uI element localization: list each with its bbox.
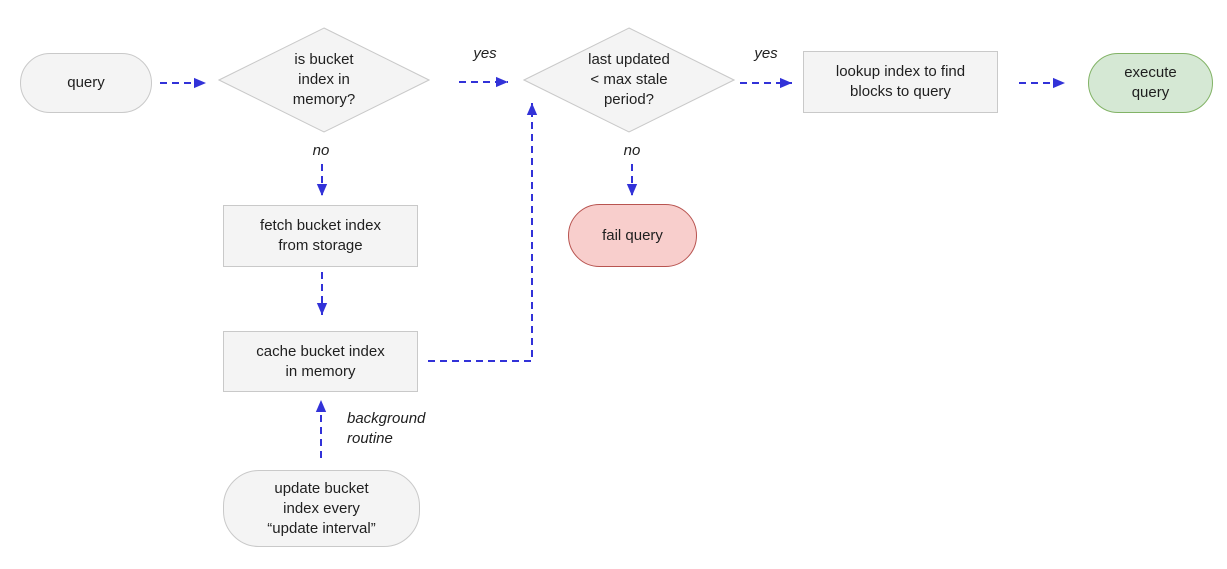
edge-label-no-stale: no bbox=[623, 142, 641, 159]
edge-label-yes-memory: yes bbox=[473, 45, 497, 62]
node-update-bucket-index: update bucket index every “update interv… bbox=[223, 470, 420, 547]
node-execute-query: execute query bbox=[1088, 53, 1213, 113]
diamond-shape bbox=[523, 27, 735, 133]
edge-cache-to-stale-check bbox=[428, 103, 538, 362]
edge-label-background-routine: background routine bbox=[347, 410, 426, 447]
node-update-bucket-index-label: update bucket index every “update interv… bbox=[267, 479, 376, 537]
node-query-label: query bbox=[67, 74, 105, 91]
diamond-shape bbox=[218, 27, 430, 133]
node-is-bucket-index-in-memory: is bucket index in memory? bbox=[218, 27, 430, 133]
node-fetch-bucket-index-label: fetch bucket index from storage bbox=[260, 217, 381, 254]
node-lookup-index-label: lookup index to find blocks to query bbox=[835, 63, 966, 100]
node-query: query bbox=[20, 53, 152, 113]
node-cache-bucket-index-label: cache bucket index in memory bbox=[256, 342, 385, 380]
node-last-updated-max-stale-label: last updated < max stale period? bbox=[588, 51, 670, 108]
node-execute-query-label: execute query bbox=[1124, 64, 1177, 101]
node-fail-query-label: fail query bbox=[602, 226, 663, 244]
node-is-bucket-index-in-memory-label: is bucket index in memory? bbox=[292, 51, 356, 108]
node-lookup-index: lookup index to find blocks to query bbox=[803, 51, 998, 113]
node-fetch-bucket-index: fetch bucket index from storage bbox=[223, 205, 418, 267]
node-last-updated-max-stale: last updated < max stale period? bbox=[523, 27, 735, 133]
edge-label-yes-stale: yes bbox=[754, 45, 778, 62]
node-fail-query: fail query bbox=[568, 204, 697, 267]
node-cache-bucket-index: cache bucket index in memory bbox=[223, 331, 418, 392]
edge-label-no-memory: no bbox=[312, 142, 330, 159]
